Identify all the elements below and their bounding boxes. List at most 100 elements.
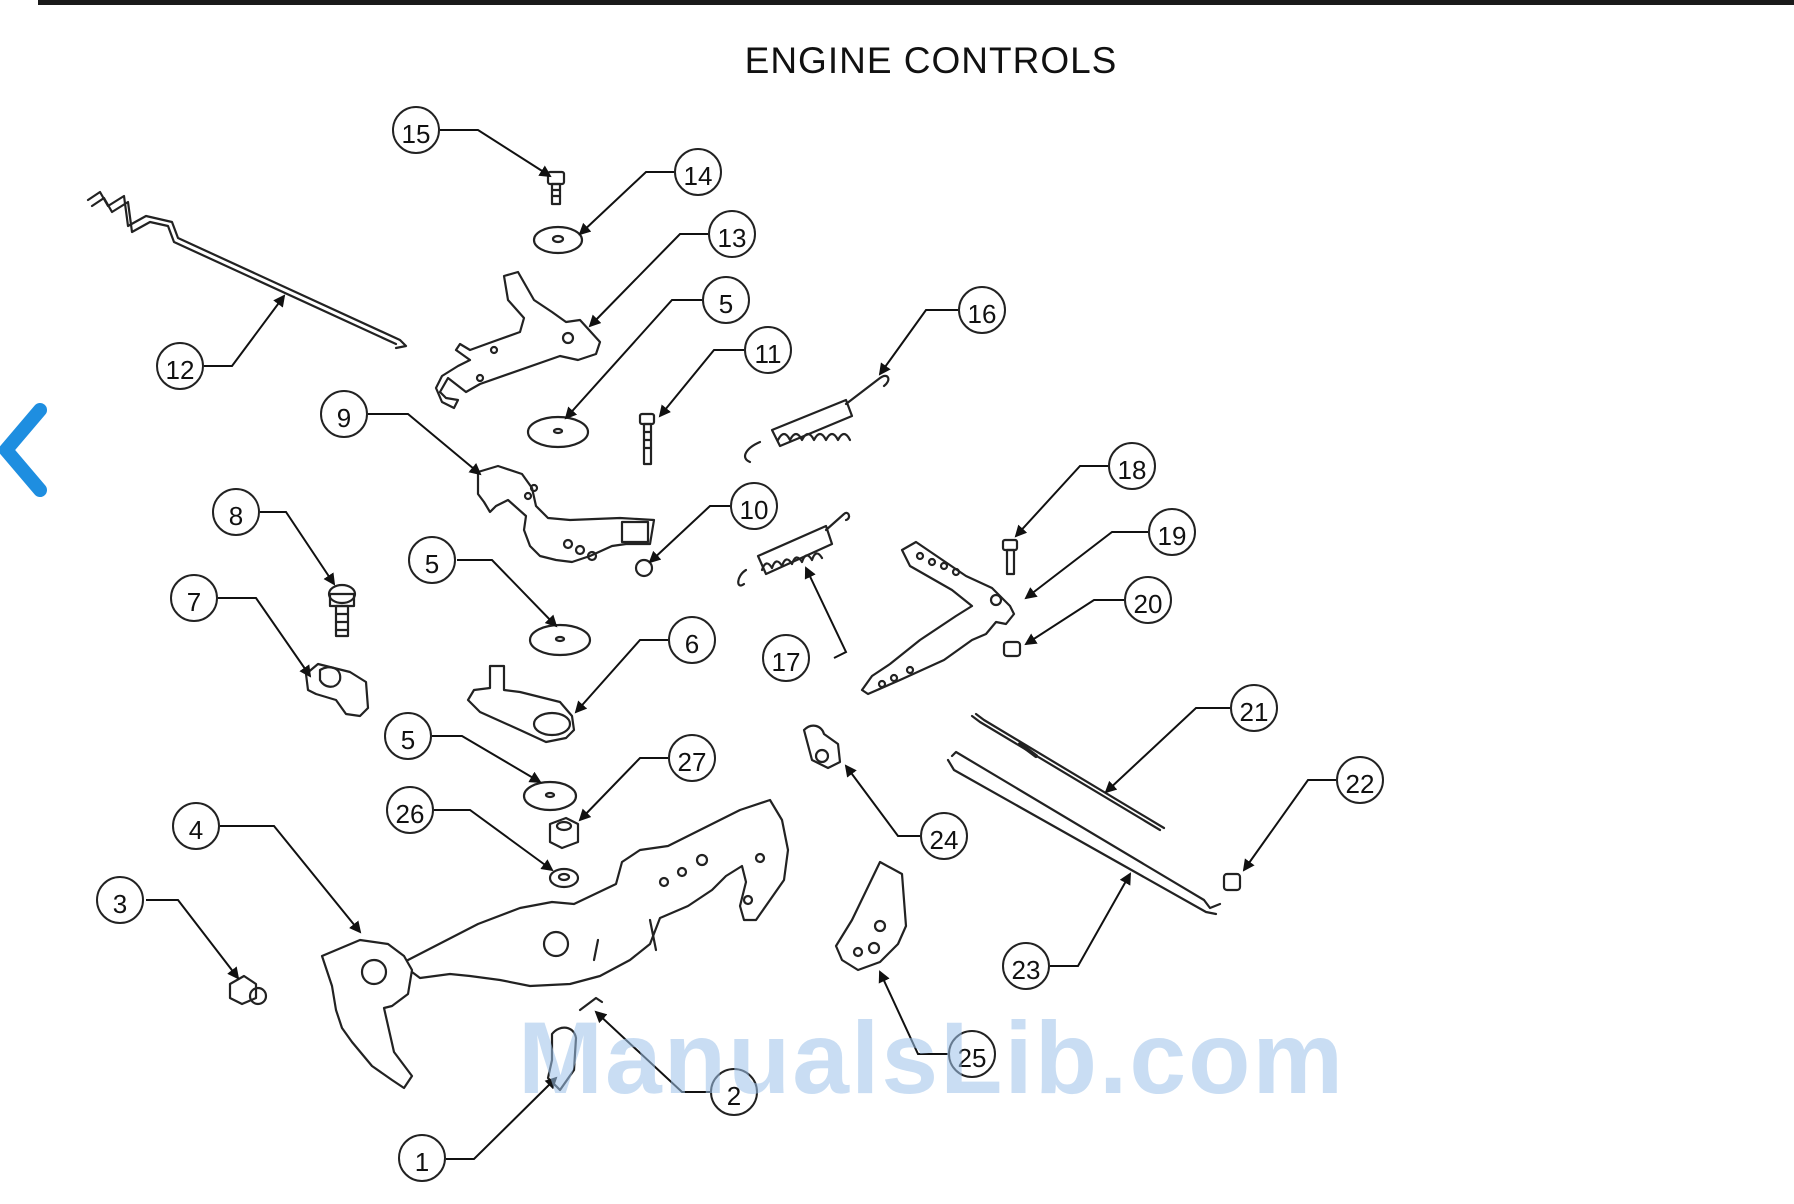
callout-label-22: 22 [1345,768,1375,799]
leader-line-5b [457,559,558,628]
leader-line-3 [146,899,240,980]
control-bracket-part-13 [434,270,602,410]
callout-label-13: 13 [717,222,747,253]
lever-part-6 [466,664,576,744]
callout-26: 26 [386,786,434,834]
callout-label-18: 18 [1117,454,1147,485]
callout-7: 7 [170,574,218,622]
clip-part-24 [802,724,842,770]
callout-24: 24 [920,812,968,860]
leader-line-15 [440,129,552,178]
washer-part-5c [522,780,578,812]
leader-line-19 [1024,531,1148,600]
callout-label-19: 19 [1157,520,1187,551]
callout-label-3: 3 [112,888,128,919]
choke-lever-part-19 [860,540,1016,696]
leader-line-2 [594,1010,710,1093]
callout-label-2: 2 [726,1080,742,1111]
leader-line-5a [564,299,702,420]
callout-label-17: 17 [771,646,801,677]
callout-label-8: 8 [228,500,244,531]
callout-label-15: 15 [401,118,431,149]
callout-label-10: 10 [739,494,769,525]
callout-17: 17 [762,634,810,682]
callout-1: 1 [398,1134,446,1182]
leader-line-14 [578,171,674,236]
callout-6: 6 [668,616,716,664]
callout-2: 2 [710,1068,758,1116]
callout-label-7: 7 [186,586,202,617]
nut-part-27 [548,816,580,850]
callout-label-1: 1 [414,1146,430,1177]
leader-line-23 [1050,872,1131,967]
callout-5c: 5 [384,712,432,760]
leader-line-20 [1024,599,1124,646]
screw-part-18 [1001,538,1019,576]
callout-11: 11 [744,326,792,374]
page-title: ENGINE CONTROLS [744,40,1118,81]
callout-8: 8 [212,488,260,536]
leader-line-8 [260,511,336,586]
leader-line-7 [218,597,312,678]
leader-line-24 [844,764,920,837]
callout-label-6: 6 [684,628,700,659]
callout-label-12: 12 [165,354,195,385]
callout-label-23: 23 [1011,954,1041,985]
callout-27: 27 [668,734,716,782]
callout-label-5b: 5 [424,548,440,579]
leader-line-26 [434,809,554,872]
callout-13: 13 [708,210,756,258]
nut-part-10 [634,558,654,578]
leader-line-22 [1242,779,1336,872]
callout-16: 16 [958,286,1006,334]
callout-label-16: 16 [967,298,997,329]
callout-label-5a: 5 [718,288,734,319]
callout-label-21: 21 [1239,696,1269,727]
callout-15: 15 [392,106,440,154]
callout-label-4: 4 [188,814,204,845]
callout-22: 22 [1336,756,1384,804]
callout-3: 3 [96,876,144,924]
washer-part-14 [532,225,584,255]
callout-label-26: 26 [395,798,425,829]
leader-line-16 [878,309,958,376]
top-rule [38,0,1794,5]
callout-5a: 5 [702,276,750,324]
leader-line-5c [432,735,542,784]
callout-25: 25 [948,1030,996,1078]
callout-4: 4 [172,802,220,850]
clip-part-7 [304,662,370,718]
leader-line-17a [804,566,848,659]
washer-part-5b [528,623,592,657]
bracket-plate-part-25 [834,860,908,972]
leader-line-27 [578,757,668,822]
callout-5b: 5 [408,536,456,584]
bushing-part-3 [228,974,268,1006]
leader-line-25 [878,970,948,1055]
leader-line-11 [658,349,744,418]
choke-rod-part-21 [970,712,1166,832]
leader-line-21 [1104,707,1230,794]
callout-label-25: 25 [957,1042,987,1073]
nut-part-22 [1222,872,1242,892]
leader-line-10 [648,505,730,564]
callout-23: 23 [1002,942,1050,990]
callout-label-9: 9 [336,402,352,433]
leader-line-9 [368,413,482,476]
leader-line-18 [1014,465,1108,538]
callout-20: 20 [1124,576,1172,624]
chevron-left-icon[interactable] [0,398,64,508]
spring-part-16 [743,374,890,464]
screw-part-11 [638,412,656,466]
governor-rod-part [86,190,408,350]
leader-line-13 [588,233,708,328]
washer-part-26 [548,867,580,889]
callout-18: 18 [1108,442,1156,490]
callout-label-5c: 5 [400,724,416,755]
callout-14: 14 [674,148,722,196]
bolt-part-8 [327,583,357,638]
callout-21: 21 [1230,684,1278,732]
screw-part-15 [546,170,566,206]
